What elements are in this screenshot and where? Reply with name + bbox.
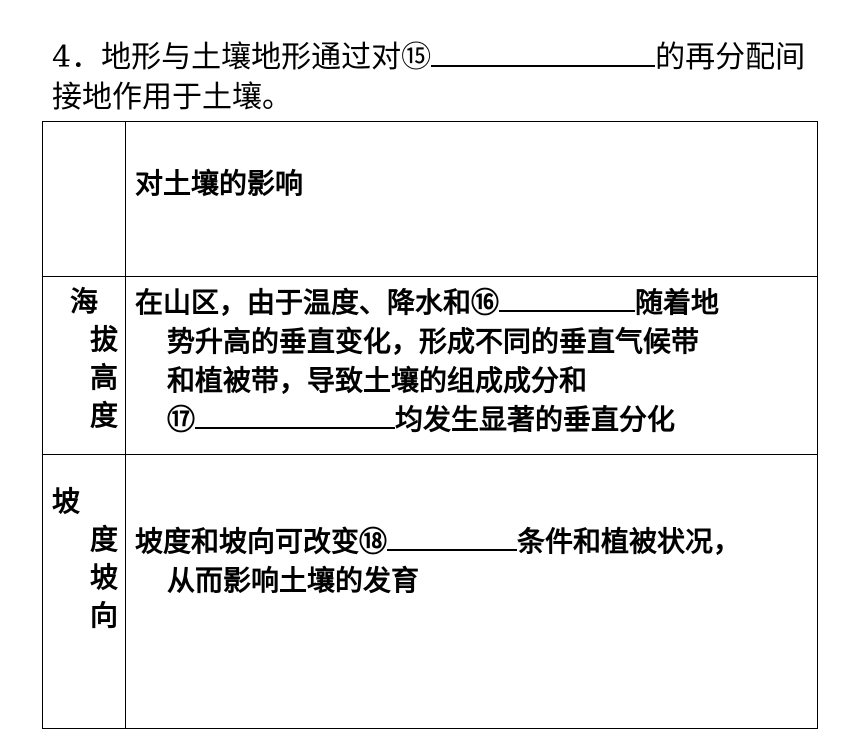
slope-label-char: 向 <box>89 599 118 632</box>
slope-text-1: 坡度和坡向可改变⑱ <box>135 525 388 558</box>
altitude-text-6: 均发生显著的垂直分化 <box>395 403 676 436</box>
slope-label-char: 度 <box>89 523 118 556</box>
slope-label-char: 坡 <box>89 561 118 594</box>
slope-label-char: 坡 <box>52 485 81 518</box>
header-influence-cell: 对土壤的影响 <box>125 121 818 277</box>
altitude-text-3: 势升高的垂直变化，形成不同的垂直气候带 <box>167 325 700 358</box>
altitude-text-1: 在山区，由于温度、降水和⑯ <box>135 286 500 319</box>
altitude-label-char: 度 <box>89 399 118 432</box>
fill-blank-17 <box>195 401 396 429</box>
slope-label: 坡 度 坡 向 <box>42 454 126 729</box>
altitude-text-2: 随着地 <box>635 286 720 319</box>
fill-blank-16 <box>499 284 636 312</box>
altitude-label-char: 高 <box>89 361 118 394</box>
table-row-altitude: 海 拔 高 度 在山区，由于温度、降水和⑯ 随着地 势升高的垂直变化，形成不同的垂… <box>42 276 818 455</box>
slope-content: 坡度和坡向可改变⑱ 条件和植被状况， 从而影响土壤的发育 <box>125 454 818 729</box>
soil-factor-table: 对土壤的影响 海 拔 高 度 在山区，由于温度、降水和⑯ 随着地 势升高的垂直变化… <box>42 121 818 729</box>
table-header-row: 对土壤的影响 <box>42 121 818 277</box>
table-row-slope: 坡 度 坡 向 坡度和坡向可改变⑱ 条件和植被状况， 从而影响土壤的发育 <box>42 454 818 729</box>
altitude-line-4: ⑰ 均发生显著的垂直分化 <box>135 400 809 439</box>
altitude-label-char: 海 <box>69 285 98 318</box>
intro-text-start: 4．地形与土壤地形通过对⑮ <box>52 40 432 75</box>
slope-text-2: 条件和植被状况， <box>517 525 742 558</box>
intro-text-end: 的再分配间接地作用于土壤。 <box>52 40 806 115</box>
fill-blank-15 <box>431 39 656 67</box>
altitude-label-char: 拔 <box>89 323 118 356</box>
header-empty-cell <box>42 121 126 277</box>
slope-text-3: 从而影响土壤的发育 <box>167 564 420 597</box>
fill-blank-18 <box>387 523 518 551</box>
altitude-content: 在山区，由于温度、降水和⑯ 随着地 势升高的垂直变化，形成不同的垂直气候带 和植被… <box>125 276 818 455</box>
altitude-label: 海 拔 高 度 <box>42 276 126 455</box>
altitude-text-4: 和植被带，导致土壤的组成成分和 <box>167 364 588 397</box>
altitude-text-5: ⑰ <box>167 403 196 436</box>
